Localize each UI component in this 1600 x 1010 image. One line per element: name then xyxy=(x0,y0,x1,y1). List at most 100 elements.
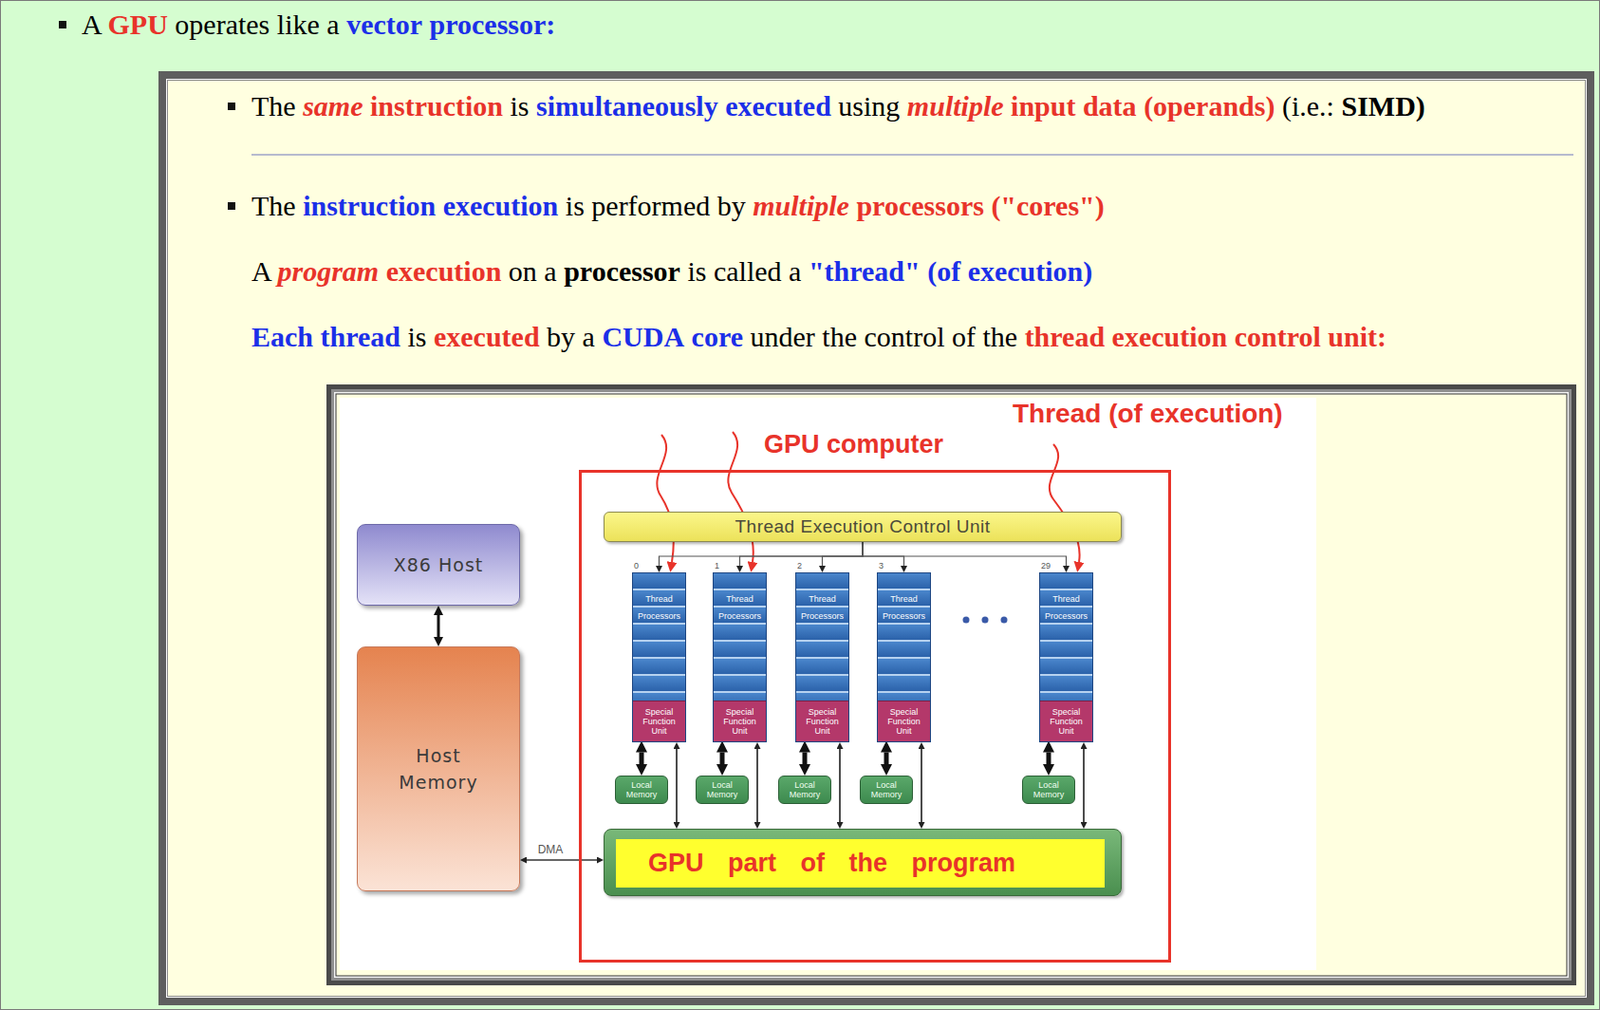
ellipsis-dot xyxy=(963,616,970,624)
connector xyxy=(1046,752,1052,765)
connector xyxy=(802,752,808,765)
text-run: data xyxy=(1082,90,1137,122)
text-run: executed xyxy=(433,320,540,353)
text-run: ("cores") xyxy=(990,189,1104,222)
text-run: processors xyxy=(855,189,984,222)
text-run: Each xyxy=(251,320,314,353)
local-memory: Local Memory xyxy=(1022,775,1076,804)
local-memory: Local Memory xyxy=(614,775,669,804)
figure-frame xyxy=(334,391,1569,978)
node-text: Local Memory xyxy=(1025,780,1072,800)
slide-panel: The same instruction is simultaneously e… xyxy=(158,71,1595,1005)
text-run: unit: xyxy=(1327,320,1387,353)
text-run: "thread" xyxy=(808,255,921,287)
text-run: thread xyxy=(1024,320,1105,353)
host-box: X86 Host xyxy=(356,523,521,606)
local-memory: Local Memory xyxy=(778,775,832,804)
bullet xyxy=(58,20,67,29)
panel-ground xyxy=(166,78,1587,998)
connector xyxy=(720,752,726,765)
connector xyxy=(1082,748,1085,822)
column-number: 29 xyxy=(1041,560,1051,571)
program-bar: GPU part of the program xyxy=(603,828,1122,896)
processor-column: Thread ProcessorsSpecial Function Unit xyxy=(632,572,687,743)
text-run: execution xyxy=(443,189,559,222)
bullet-text: The instruction execution is performed b… xyxy=(251,189,1571,223)
connector xyxy=(838,748,841,822)
column-number: 3 xyxy=(878,560,884,571)
node-text: Thread Processors xyxy=(632,590,686,625)
text-run: vector xyxy=(346,8,423,40)
node-text: Host Memory xyxy=(390,742,486,796)
text-run: control xyxy=(1234,320,1321,353)
processor-column: Thread ProcessorsSpecial Function Unit xyxy=(876,572,931,743)
text-run: program xyxy=(278,255,380,287)
connector xyxy=(862,541,1067,566)
ellipsis-dot xyxy=(1001,616,1008,624)
node-text: Special Function Unit xyxy=(632,700,686,742)
node-text: Special Function Unit xyxy=(796,700,849,742)
connector xyxy=(675,748,678,822)
node-text: Local Memory xyxy=(618,780,665,800)
text-run: processor xyxy=(563,255,681,287)
node-text: Thread Processors xyxy=(877,590,931,625)
bullet xyxy=(227,202,236,210)
column-number: 2 xyxy=(797,560,802,571)
figure-ground xyxy=(339,397,1317,970)
text-run: SIMD) xyxy=(1340,90,1425,122)
node-text: Special Function Unit xyxy=(713,700,766,742)
figure-frame xyxy=(331,389,1572,981)
connector-group xyxy=(438,541,1084,860)
connector xyxy=(822,541,864,566)
text-run: multiple xyxy=(752,189,850,222)
region-title: GPU computer xyxy=(763,428,944,460)
text-run: multiple xyxy=(907,90,1005,122)
node-text: Thread Processors xyxy=(796,590,849,625)
text-run: (of xyxy=(927,255,961,287)
processor-column: Thread ProcessorsSpecial Function Unit xyxy=(795,572,850,743)
node-text: Special Function Unit xyxy=(1040,700,1093,742)
text-run: execution) xyxy=(967,255,1094,287)
figure-panel xyxy=(335,393,1567,976)
column-number: 1 xyxy=(714,560,720,571)
node-text: Thread Execution Control Unit xyxy=(734,516,990,538)
text-run: GPU xyxy=(108,8,168,40)
gpu-region: GPU computerThread Execution Control Uni… xyxy=(578,469,1172,963)
connector xyxy=(920,748,923,822)
node-text: Local Memory xyxy=(699,780,745,800)
heading-bullet: A GPU operates like a vector processor: xyxy=(81,8,1401,41)
connector xyxy=(884,752,890,765)
connector xyxy=(437,614,441,637)
text-run: CUDA xyxy=(601,320,685,353)
ellipsis-dot xyxy=(982,616,989,624)
memory-box: Host Memory xyxy=(356,646,521,892)
node-text: Local Memory xyxy=(781,780,828,800)
figure-frame xyxy=(326,384,1577,986)
text-run: executed xyxy=(725,90,832,122)
text-run: input xyxy=(1010,90,1076,122)
processor-column: Thread ProcessorsSpecial Function Unit xyxy=(712,572,767,743)
node-text: Thread Processors xyxy=(1040,590,1093,625)
text-run: core xyxy=(691,320,744,353)
local-memory: Local Memory xyxy=(695,775,749,804)
thread-arrow xyxy=(1049,444,1080,562)
node-text: GPU part of the program xyxy=(615,838,1105,888)
text-run: execution xyxy=(386,255,503,287)
text-run: instruction xyxy=(302,189,436,222)
connector xyxy=(526,858,597,861)
node-text: Special Function Unit xyxy=(877,700,931,742)
thread-arrow xyxy=(656,434,673,562)
node-text: X86 Host xyxy=(393,551,484,578)
text-run: (operands) xyxy=(1143,90,1275,122)
node-text: Thread Processors xyxy=(713,590,766,625)
bullet-text: A program execution on a processor is ca… xyxy=(251,255,1571,288)
control-unit: Thread Execution Control Unit xyxy=(603,511,1122,542)
connector xyxy=(756,748,759,822)
divider-rule xyxy=(251,153,1574,156)
thread-arrow xyxy=(727,431,753,562)
text-run: processor: xyxy=(429,8,557,40)
connector xyxy=(639,752,645,765)
text-run: same xyxy=(302,90,363,122)
callout-label: Thread (of execution) xyxy=(1012,398,1284,429)
